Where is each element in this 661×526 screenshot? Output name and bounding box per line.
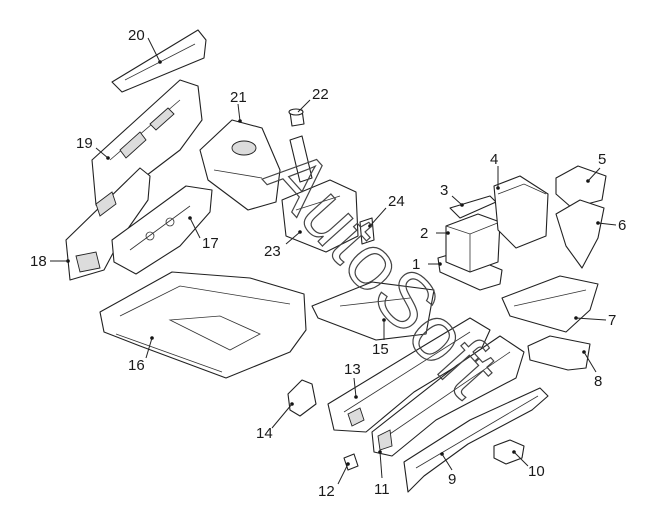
callout-13: 13 (344, 361, 361, 378)
part-15-tray-plate[interactable] (311, 281, 435, 341)
callout-20: 20 (128, 27, 145, 44)
callout-21: 21 (230, 89, 247, 106)
leader-23 (285, 231, 301, 245)
leader-20 (147, 37, 161, 63)
callout-17: 17 (202, 235, 219, 252)
leader-7 (575, 317, 607, 321)
leader-3 (451, 195, 463, 206)
leader-17 (189, 217, 201, 239)
part-7-cross-member[interactable] (501, 275, 599, 333)
part-8-reinforcement[interactable] (527, 335, 591, 371)
callout-18: 18 (30, 253, 47, 270)
leader-9 (441, 453, 453, 471)
part-22-plug[interactable] (288, 108, 305, 127)
callout-24: 24 (388, 193, 405, 210)
callout-6: 6 (618, 217, 626, 234)
leader-lines (50, 37, 617, 485)
callout-4: 4 (490, 151, 498, 168)
callout-15: 15 (372, 341, 389, 358)
part-6-support-bracket[interactable] (555, 199, 605, 269)
leader-16 (145, 337, 153, 359)
part-14-small-bracket[interactable] (287, 379, 317, 417)
callout-10: 10 (528, 463, 545, 480)
part-16-floor-pan[interactable] (99, 271, 307, 379)
part-2-battery[interactable] (445, 213, 501, 273)
callout-3: 3 (440, 182, 448, 199)
part-23-reservoir[interactable] (281, 135, 359, 253)
callout-11: 11 (374, 481, 390, 498)
callout-14: 14 (256, 425, 273, 442)
leader-10 (513, 451, 529, 467)
leader-24 (369, 207, 387, 227)
callout-1: 1 (412, 256, 420, 273)
callout-19: 19 (76, 135, 93, 152)
callout-9: 9 (448, 471, 456, 488)
part-3-hold-down[interactable] (449, 195, 497, 219)
leader-14 (271, 403, 293, 429)
callout-22: 22 (312, 86, 329, 103)
leader-6 (597, 222, 617, 226)
leader-8 (583, 351, 597, 373)
part-19-side-panel[interactable] (91, 79, 203, 206)
leader-22 (297, 99, 311, 113)
callout-numbers: 20 19 18 17 21 22 23 24 16 15 1 2 3 4 5 … (30, 27, 626, 500)
part-21-bracket-housing[interactable] (199, 119, 281, 211)
callout-7: 7 (608, 312, 616, 329)
part-4-cover-box[interactable] (493, 175, 549, 249)
callout-5: 5 (598, 151, 606, 168)
callout-16: 16 (128, 357, 145, 374)
leader-21 (237, 103, 241, 122)
leader-5 (587, 167, 601, 182)
part-18-lower-panel[interactable] (65, 167, 151, 281)
leader-12 (337, 463, 349, 485)
leader-11 (379, 451, 383, 479)
leader-13 (353, 377, 357, 398)
callout-12: 12 (318, 483, 335, 500)
part-10-block[interactable] (493, 439, 525, 465)
callout-8: 8 (594, 373, 602, 390)
callout-23: 23 (264, 243, 281, 260)
part-5-cap-block[interactable] (555, 165, 607, 209)
part-13-left-member[interactable] (327, 317, 491, 433)
callout-2: 2 (420, 225, 428, 242)
leader-19 (95, 147, 109, 159)
part-11-right-member[interactable] (371, 335, 525, 457)
